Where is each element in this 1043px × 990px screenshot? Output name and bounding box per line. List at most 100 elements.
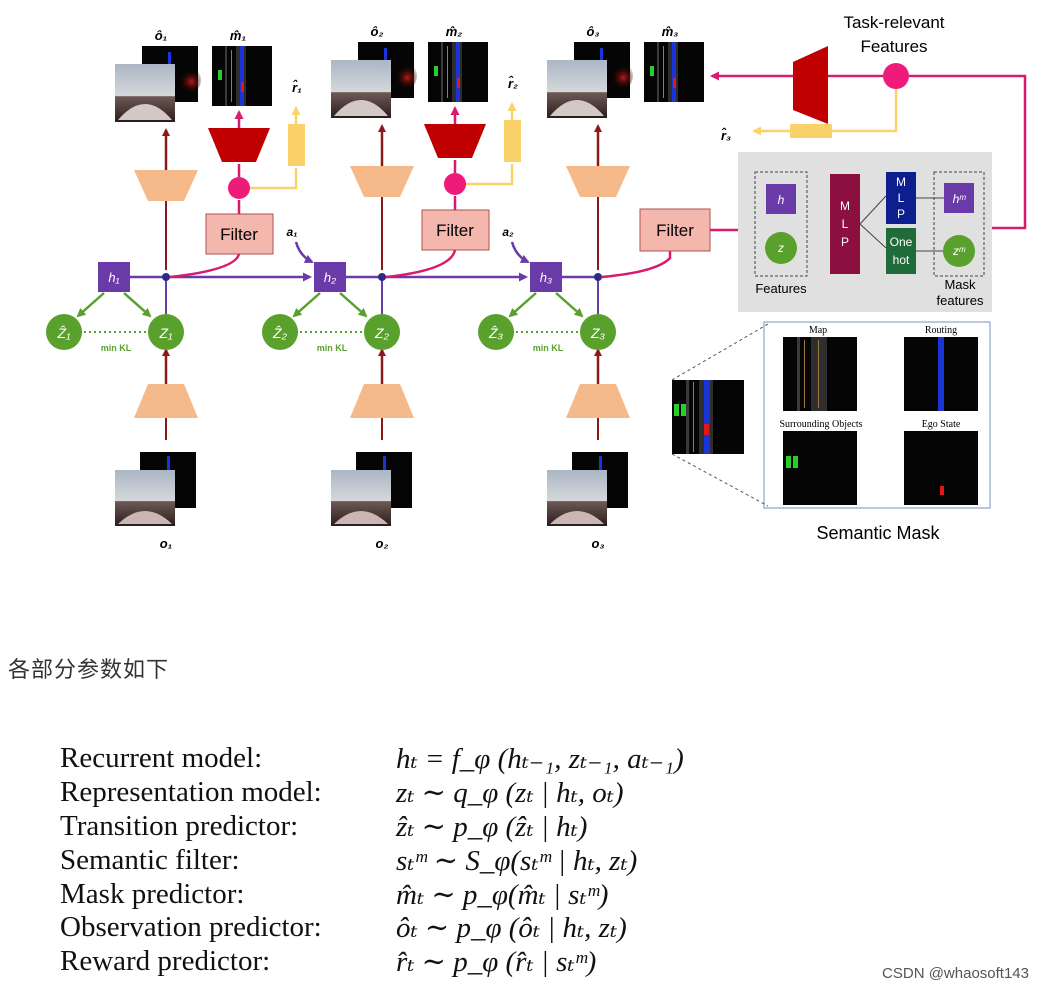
equation-name: Reward predictor: (60, 945, 271, 978)
equation-name: Mask predictor: (60, 877, 245, 910)
obs-encoder (566, 384, 630, 418)
action-label: a₂ (502, 225, 514, 239)
obs-decoder (134, 170, 198, 201)
latent-label: Z₁ (159, 325, 174, 341)
routing-label: Routing (925, 325, 957, 336)
mlp-small-letter: P (897, 207, 905, 221)
mlp-letter: L (842, 217, 849, 231)
obs-encoder (350, 384, 414, 418)
mask-hm (944, 183, 974, 213)
mask-hm-label: hᵐ (953, 192, 967, 206)
latent-state (148, 314, 184, 350)
equation-name: Observation predictor: (60, 911, 322, 944)
task-fusion-node (883, 63, 909, 89)
filter-label: Filter (220, 225, 258, 244)
pred-mask-label: m̂₂ (446, 24, 463, 39)
action-label: a₁ (287, 225, 298, 239)
min-kl-label: min KL (101, 343, 132, 353)
features-z (765, 232, 797, 264)
equation-formula: zₜ ∼ q_φ (zₜ | hₜ, oₜ) (396, 777, 624, 810)
task-reward-head (790, 124, 832, 138)
equation-name: Recurrent model: (60, 742, 263, 775)
task-head: Task-relevant Features r̂₃ Filter (639, 13, 1027, 252)
latent-label: Z₃ (590, 325, 606, 341)
mask-features-caption-1: Mask (944, 277, 976, 292)
semantic-mask-panel: Map Routing Surrounding Objects Ego Stat… (671, 321, 991, 543)
prior-label: Ẑ₃ (488, 325, 504, 341)
mlp-small-letter: L (898, 191, 905, 205)
equation-row: Reward predictor: r̂ₜ ∼ p_φ (r̂ₜ | sₜᵐ) (60, 945, 820, 979)
map-label: Map (809, 325, 827, 336)
pred-obs-label: ô₁ (155, 28, 168, 43)
mask-decoder (208, 128, 270, 162)
obs-encoder (134, 384, 198, 418)
reward-head (504, 120, 521, 162)
obs-decoder (566, 166, 630, 197)
features-caption: Features (755, 281, 807, 296)
min-kl-label: min KL (533, 343, 564, 353)
pred-obs-label: ô₃ (587, 24, 600, 39)
world-model-diagram: ô₁ m̂₁ r̂₁ Filter (46, 13, 1027, 551)
mlp-block (830, 174, 860, 274)
task-features-title-line2: Features (860, 37, 927, 56)
timestep-2: ô₂ m̂₂ r̂₂ Filter o₂ h₂ Z₂ (262, 24, 530, 551)
onehot-block (886, 228, 916, 274)
equation-formula: ẑₜ ∼ p_φ (ẑₜ | hₜ) (396, 811, 588, 843)
equation-formula: r̂ₜ ∼ p_φ (r̂ₜ | sₜᵐ) (396, 946, 597, 979)
semantic-node (444, 173, 466, 195)
equation-row: Semantic filter: sₜᵐ ∼ S_φ(sₜᵐ | hₜ, zₜ) (60, 843, 820, 877)
timestep-1: ô₁ m̂₁ r̂₁ Filter (46, 28, 314, 551)
features-h-label: h (778, 193, 785, 207)
prior-label: Ẑ₂ (272, 325, 288, 341)
onehot-label-1: One (890, 235, 913, 249)
pred-mask-label: m̂₃ (662, 24, 679, 39)
prior-state (478, 314, 514, 350)
latent-state (364, 314, 400, 350)
mask-features-caption-2: features (937, 293, 984, 308)
onehot-label-2: hot (893, 253, 910, 267)
hidden-state (98, 262, 130, 292)
mlp-letter: P (841, 235, 849, 249)
reward-label: r̂₂ (508, 76, 518, 91)
latent-label: Z₂ (374, 325, 390, 341)
equation-name: Representation model: (60, 776, 322, 809)
surrounding-label: Surrounding Objects (779, 419, 862, 430)
mask-zm (943, 235, 975, 267)
mask-decoder (424, 124, 486, 158)
equation-row: Transition predictor: ẑₜ ∼ p_φ (ẑₜ | hₜ) (60, 810, 820, 844)
filter-label: Filter (436, 221, 474, 240)
equation-row: Recurrent model: hₜ = f_φ (hₜ₋₁, zₜ₋₁, a… (60, 742, 820, 776)
equation-list: Recurrent model: hₜ = f_φ (hₜ₋₁, zₜ₋₁, a… (60, 742, 820, 979)
task-reward-label: r̂₃ (721, 128, 731, 143)
input-obs-label: o₁ (160, 536, 173, 551)
equation-row: Mask predictor: m̂ₜ ∼ p_φ(m̂ₜ | sₜᵐ) (60, 877, 820, 911)
features-z-label: z (777, 241, 784, 255)
filter-label-3: Filter (656, 221, 694, 240)
equation-formula: ôₜ ∼ p_φ (ôₜ | hₜ, zₜ) (396, 912, 627, 945)
equation-row: Observation predictor: ôₜ ∼ p_φ (ôₜ | hₜ… (60, 911, 820, 945)
pred-mask-label: m̂₁ (230, 28, 246, 43)
mlp-small-letter: M (896, 175, 906, 189)
pred-obs-label: ô₂ (371, 24, 384, 39)
equation-formula: m̂ₜ ∼ p_φ(m̂ₜ | sₜᵐ) (396, 878, 609, 911)
features-h (766, 184, 796, 214)
hidden-label: h₁ (108, 270, 119, 285)
equation-formula: sₜᵐ ∼ S_φ(sₜᵐ | hₜ, zₜ) (396, 844, 638, 877)
prior-state (46, 314, 82, 350)
equation-row: Representation model: zₜ ∼ q_φ (zₜ | hₜ,… (60, 776, 820, 810)
hidden-state (530, 262, 562, 292)
min-kl-label: min KL (317, 343, 348, 353)
reward-head (288, 124, 305, 166)
ego-label: Ego State (922, 419, 961, 430)
mlp-small-block (886, 172, 916, 224)
hidden-label: h₂ (324, 270, 336, 285)
mlp-letter: M (840, 199, 850, 213)
latent-state (580, 314, 616, 350)
filter-box (205, 213, 274, 255)
equation-name: Transition predictor: (60, 809, 299, 842)
hidden-state (314, 262, 346, 292)
prior-label: Ẑ₁ (57, 325, 72, 341)
prior-state (262, 314, 298, 350)
watermark: CSDN @whaosoft143 (882, 965, 1029, 982)
input-obs-label: o₃ (592, 536, 605, 551)
